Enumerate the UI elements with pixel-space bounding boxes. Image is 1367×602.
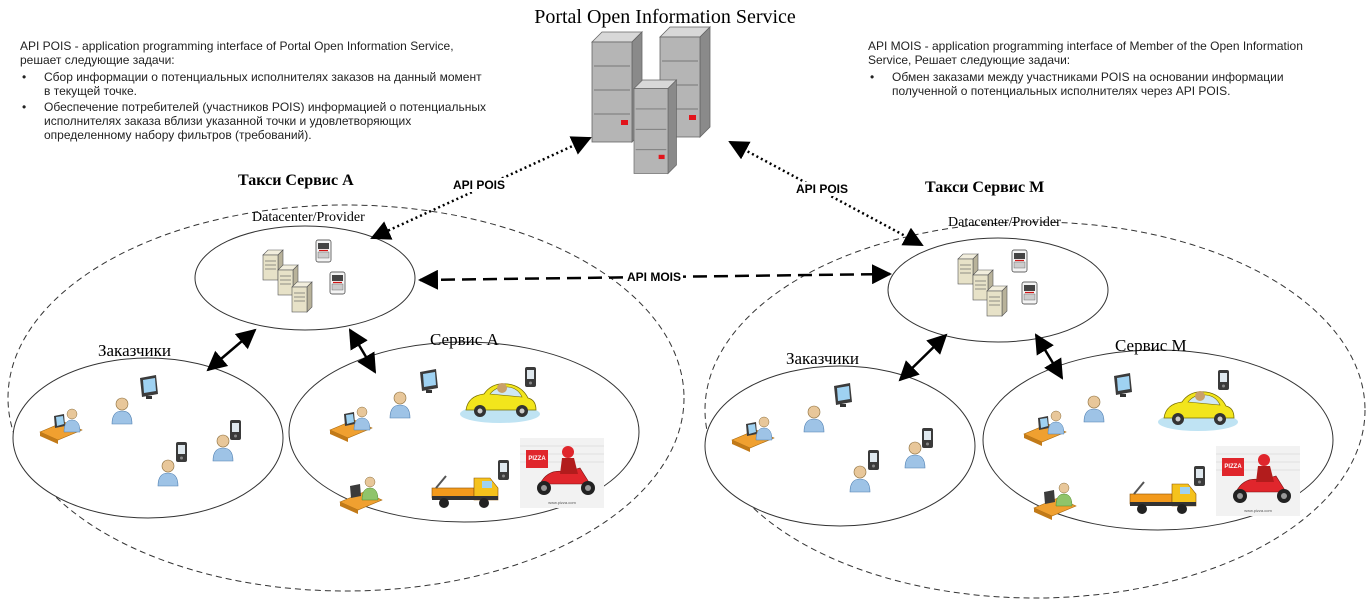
datacenter-m-label: Datacenter/Provider	[948, 215, 1061, 230]
api-pois-label-left: API POIS	[451, 178, 508, 192]
group-a-boundary	[7, 204, 685, 592]
api-pois-label-right: API POIS	[794, 182, 851, 196]
link-dc-m-service	[1034, 333, 1064, 380]
api-pois-task-list: Сбор информации о потенциальных исполнит…	[20, 70, 490, 142]
pois-server-rack-icon	[591, 26, 711, 174]
api-pois-task: Сбор информации о потенциальных исполнит…	[22, 70, 490, 98]
customers-m-node[interactable]	[704, 365, 976, 527]
service-a-label: Сервис А	[430, 330, 499, 349]
api-pois-task: Обеспечение потребителей (участников POI…	[22, 100, 490, 142]
datacenter-a-node[interactable]	[194, 225, 416, 331]
datacenter-a-label: Datacenter/Provider	[252, 210, 365, 225]
group-m-title: Такси Сервис М	[925, 179, 1045, 196]
api-mois-label: API MOIS	[625, 270, 684, 284]
group-a-title: Такси Сервис А	[238, 172, 354, 189]
api-pois-link-m	[728, 140, 924, 247]
link-dc-m-customers	[898, 333, 948, 382]
api-mois-description: API MOIS - application programming inter…	[868, 39, 1333, 100]
api-pois-intro: API POIS - application programming inter…	[20, 39, 454, 67]
api-mois-task-list: Обмен заказами между участниками POIS на…	[868, 70, 1333, 98]
service-m-label: Сервис М	[1115, 336, 1187, 355]
group-m-boundary	[704, 221, 1366, 599]
api-pois-description: API POIS - application programming inter…	[20, 39, 490, 144]
page-title: Portal Open Information Service	[534, 6, 796, 28]
customers-a-label: Заказчики	[98, 341, 171, 360]
link-dc-a-service	[348, 328, 377, 374]
link-dc-a-customers	[206, 328, 257, 372]
api-mois-task: Обмен заказами между участниками POIS на…	[870, 70, 1333, 98]
customers-m-label: Заказчики	[786, 349, 859, 368]
customers-a-node[interactable]	[12, 357, 284, 519]
api-mois-intro: API MOIS - application programming inter…	[868, 39, 1303, 67]
